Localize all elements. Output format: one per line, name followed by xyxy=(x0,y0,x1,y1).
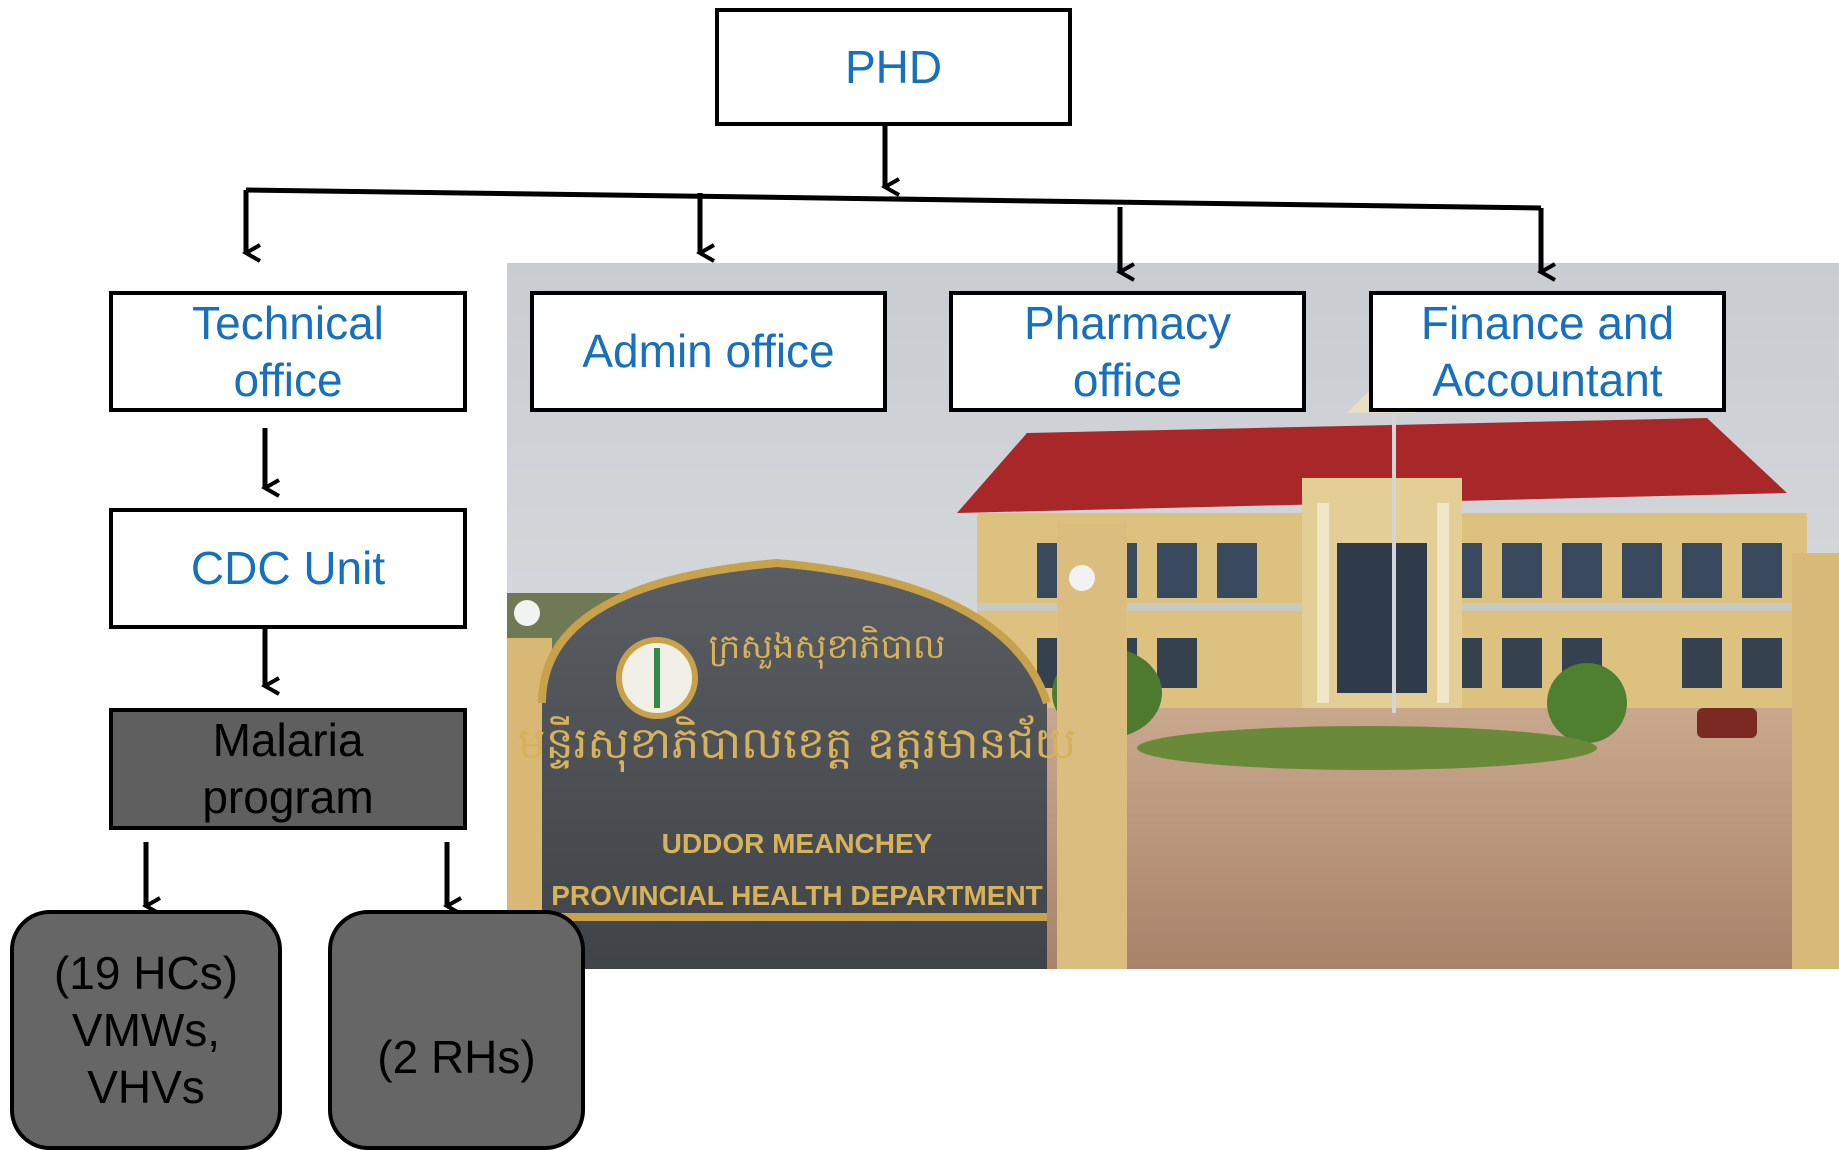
finance-accountant-label: Finance and Accountant xyxy=(1420,296,1675,406)
sign-line-2: PROVINCIAL HEALTH DEPARTMENT xyxy=(551,880,1043,911)
pharmacy-office-label: Pharmacy office xyxy=(1023,296,1232,406)
sign-line-1: UDDOR MEANCHEY xyxy=(662,828,933,859)
technical-office-label: Technical office xyxy=(192,296,384,406)
cdc-unit-label: CDC Unit xyxy=(190,542,386,594)
admin-office-box: Admin office xyxy=(530,291,887,412)
finance-accountant-box: Finance and Accountant xyxy=(1369,291,1726,412)
pharmacy-office-box: Pharmacy office xyxy=(949,291,1306,412)
phd-box: PHD xyxy=(715,8,1072,126)
technical-office-box: Technical office xyxy=(109,291,467,412)
malaria-program-box: Malaria program xyxy=(109,708,467,830)
phd-label: PHD xyxy=(844,40,943,93)
cdc-unit-box: CDC Unit xyxy=(109,508,467,629)
sign-khmer-top: ក្រសួងសុខាភិបាល xyxy=(709,625,946,669)
health-centers-box: (19 HCs) VMWs, VHVs xyxy=(10,910,282,1150)
malaria-program-label: Malaria program xyxy=(202,714,374,823)
referral-hospitals-box: (2 RHs) xyxy=(328,910,585,1150)
referral-hospitals-label: (2 RHs) xyxy=(377,1031,536,1083)
sign-khmer-main: មន្ទីរសុខាភិបាលខេត្ត ឧត្តរមានជ័យ xyxy=(518,715,1077,772)
health-centers-label: (19 HCs) VMWs, VHVs xyxy=(53,946,239,1113)
admin-office-label: Admin office xyxy=(582,325,835,377)
